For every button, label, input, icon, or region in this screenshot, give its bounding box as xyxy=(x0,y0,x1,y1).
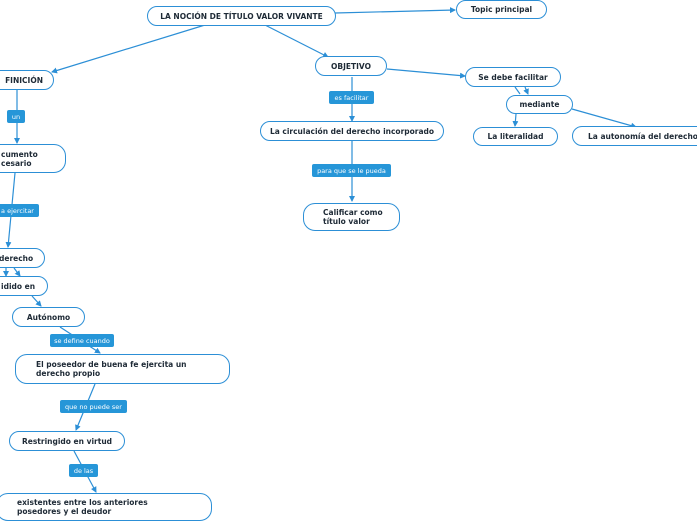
edge-root-topic xyxy=(334,7,456,14)
node-circulacion-text: La circulación del derecho incorporado xyxy=(269,126,435,136)
edge-root-objetivo xyxy=(264,24,329,58)
node-derecho-text: derecho xyxy=(0,253,34,263)
node-mediante-text: mediante xyxy=(519,100,560,109)
node-root-text: LA NOCIÓN DE TÍTULO VALOR VIVANTE xyxy=(160,11,323,21)
edge-dividido-autonomo xyxy=(31,295,42,307)
node-mediante[interactable]: mediante xyxy=(506,95,573,114)
node-existentes[interactable]: existentes entre los anteriores posedore… xyxy=(0,493,212,521)
label-es-facilitar: es facilitar xyxy=(329,91,374,104)
label-se-define: se define cuando xyxy=(50,334,114,347)
node-literalidad-text: La literalidad xyxy=(487,132,544,141)
node-calificar-text: Calificar como título valor xyxy=(323,208,383,226)
edge-debe-mediante-2 xyxy=(514,86,521,95)
node-objetivo-text: OBJETIVO xyxy=(331,61,371,71)
node-poseedor[interactable]: El poseedor de buena fe ejercita un dere… xyxy=(15,354,230,384)
node-literalidad[interactable]: La literalidad xyxy=(473,127,558,146)
node-existentes-text: existentes entre los anteriores posedore… xyxy=(17,498,148,516)
edge-mediante-autonomia xyxy=(571,108,637,129)
node-restringido[interactable]: Restringido en virtud xyxy=(9,431,125,451)
node-circulacion[interactable]: La circulación del derecho incorporado xyxy=(260,121,444,141)
node-definicion[interactable]: FINICIÓN xyxy=(0,70,54,90)
node-autonomia[interactable]: La autonomía del derecho in xyxy=(572,126,697,146)
node-topic[interactable]: Topic principal xyxy=(456,0,547,19)
node-derecho[interactable]: derecho xyxy=(0,248,45,268)
label-de-las: de las xyxy=(69,464,98,477)
node-debe-facilitar[interactable]: Se debe facilitar xyxy=(465,67,561,87)
node-poseedor-text: El poseedor de buena fe ejercita un dere… xyxy=(36,360,187,378)
node-debe-facilitar-text: Se debe facilitar xyxy=(478,72,548,82)
node-documento-text: cumento cesario xyxy=(1,149,38,168)
edge-root-definicion xyxy=(51,24,206,74)
node-dividido-text: idido en xyxy=(1,281,36,291)
edge-objetivo-debe xyxy=(386,68,466,79)
label-para-que: para que se le pueda xyxy=(312,164,391,177)
label-que-no: que no puede ser xyxy=(60,400,127,413)
edge-mediante-literalidad xyxy=(512,113,519,127)
node-dividido[interactable]: idido en xyxy=(0,276,48,296)
node-autonomo-text: Autónomo xyxy=(26,312,71,322)
label-un: un xyxy=(7,110,25,123)
node-restringido-text: Restringido en virtud xyxy=(21,436,113,446)
edge-debe-mediante xyxy=(523,86,529,95)
node-objetivo[interactable]: OBJETIVO xyxy=(315,56,387,76)
label-ejercitar: a ejercitar xyxy=(0,204,39,217)
node-topic-text: Topic principal xyxy=(470,5,533,14)
node-definicion-text: FINICIÓN xyxy=(5,75,43,85)
edge-derecho-dividido-b xyxy=(13,267,21,277)
node-autonomia-text: La autonomía del derecho in xyxy=(588,131,697,141)
node-calificar[interactable]: Calificar como título valor xyxy=(303,203,400,231)
node-root[interactable]: LA NOCIÓN DE TÍTULO VALOR VIVANTE xyxy=(147,6,336,26)
node-autonomo[interactable]: Autónomo xyxy=(12,307,85,327)
node-documento[interactable]: cumento cesario xyxy=(0,144,66,173)
